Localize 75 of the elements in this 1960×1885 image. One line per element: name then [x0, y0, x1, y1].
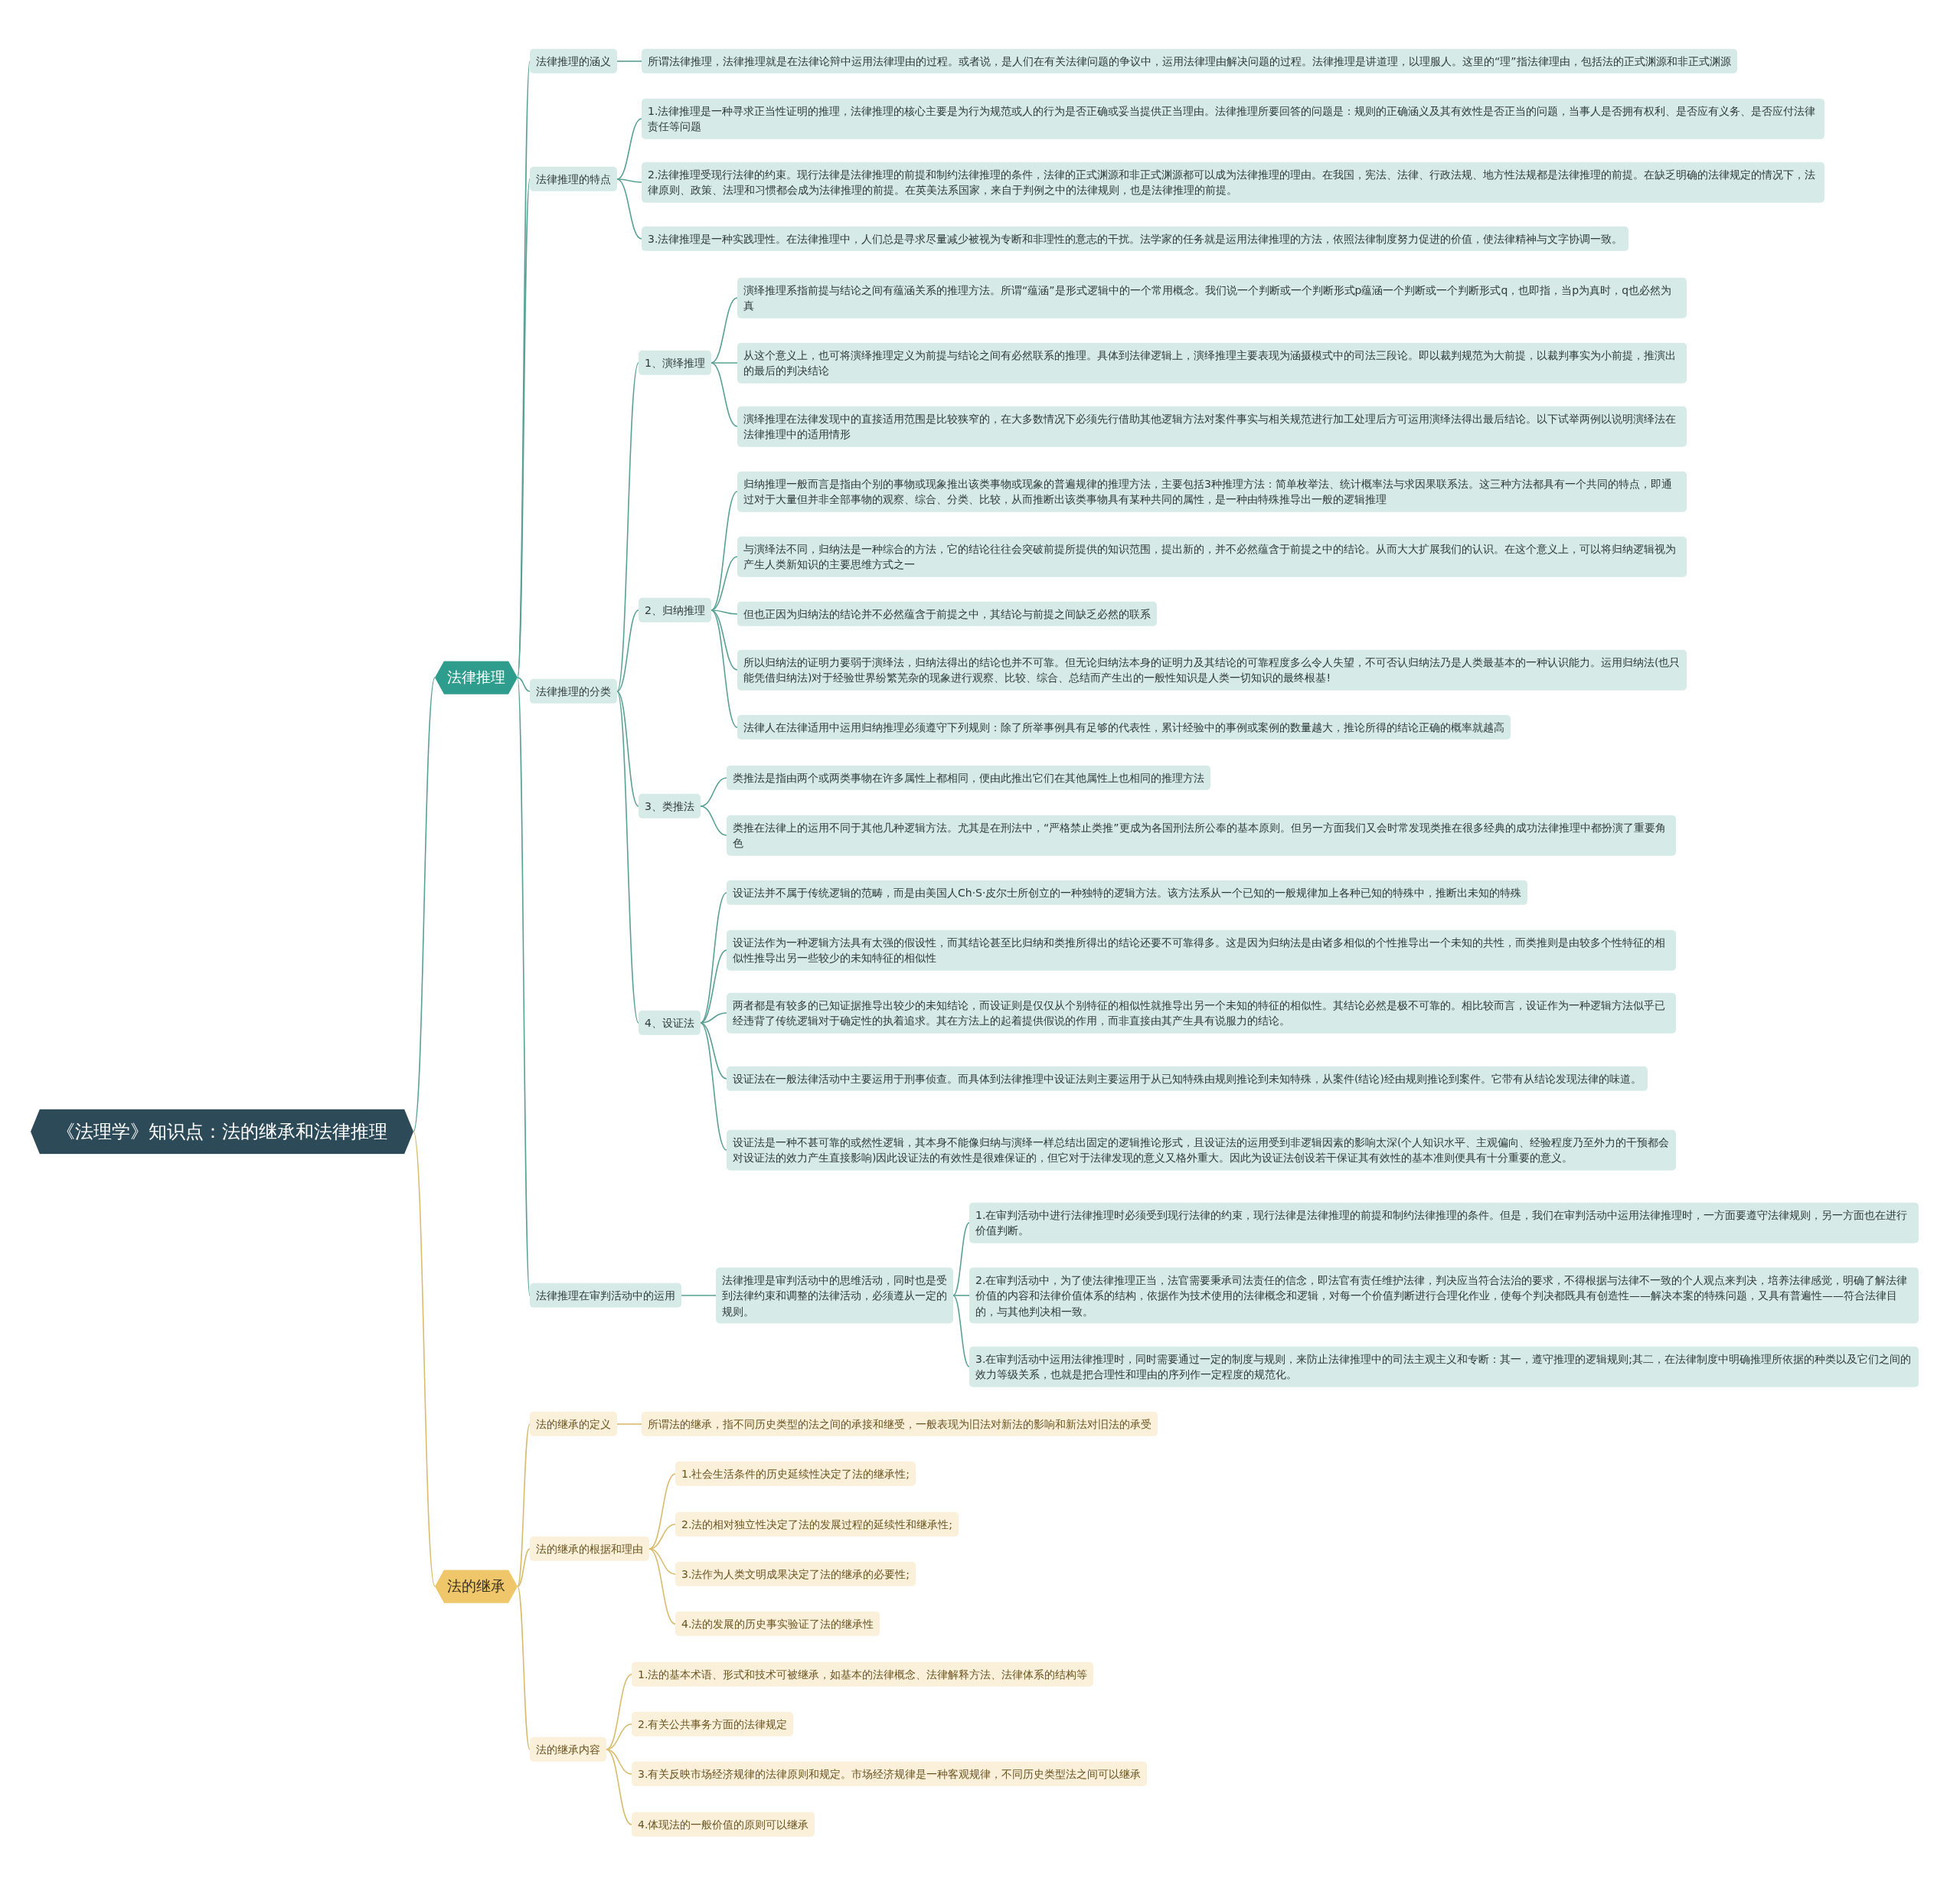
topic-note: 2.在审判活动中，为了使法律推理正当，法官需要秉承司法责任的信念，即法官有责任维护法律，判决应当符合法治的要求，不得根据与法律不一致的个人观点来判决，培养法律感觉，明确了解法律价值的内容和法律价值体系的结构，依据作为技术使用的法律概念和逻辑，对每一个价值判断进行合理化作业，使每个判决都既具有创造性——解决本案的特殊问题，又具有普遍性——符合法律目的，与其他判决相一致。 — [969, 1267, 1919, 1324]
topic-note: 演绎推理在法律发现中的直接适用范围是比较狭窄的，在大多数情况下必须先行借助其他逻辑方法对案件事实与相关规范进行加工处理后方可运用演绎法得出最后结论。以下试举两例以说明演绎法在法律推理中的适用情形 — [737, 406, 1687, 447]
branch-topic: 法律推理 — [435, 661, 518, 694]
connector-line — [700, 949, 727, 1024]
topic-note: 1.法的基本术语、形式和技术可被继承，如基本的法律概念、法律解释方法、法律体系的结构等 — [632, 1661, 1094, 1687]
topic-note: 归纳推理一般而言是指由个别的事物或现象推出该类事物或现象的普遍规律的推理方法，主要包括3种推理方法：简单枚举法、统计概率法与求因果联系法。这三种方法都具有一个共同的特点，即通过对于大量但并非全部事物的观察、综合、分类、比较，从而推断出该类事物具有某种共同的属性，是一种由特殊推导出一般的逻辑推理 — [737, 471, 1687, 512]
topic-note: 法律推理在审判活动中的运用 — [530, 1282, 681, 1308]
central-topic: 《法理学》知识点：法的继承和法律推理 — [31, 1109, 413, 1155]
topic-note: 4、设证法 — [639, 1010, 701, 1036]
connector-line — [710, 491, 738, 611]
branch-topic: 法的继承 — [435, 1570, 518, 1603]
connector-line — [616, 1423, 642, 1425]
topic-note: 3.法律推理是一种实践理性。在法律推理中，人们总是寻求尽量减少被视为专断和非理性的意志的干扰。法学家的任务就是运用法律推理的方法，依照法律制度努力促进的价值，使法律精神与文字协调一致。 — [642, 226, 1629, 252]
connector-line — [700, 892, 727, 1024]
topic-note: 2.法的相对独立性决定了法的发展过程的延续性和继承性; — [675, 1511, 959, 1537]
topic-note: 类推法是指由两个或两类事物在许多属性上都相同，便由此推出它们在其他属性上也相同的推理方法 — [727, 765, 1210, 791]
connector-line — [700, 777, 727, 807]
connector-line — [616, 362, 639, 692]
topic-note: 2.法律推理受现行法律的约束。现行法律是法律推理的前提和制约法律推理的条件，法律的正式渊源和非正式渊源都可以成为法律推理的理由。在我国，宪法、法律、行政法规、地方性法规都是法律推理的前提。在缺乏明确的法律规定的情况下，法律原则、政策、法理和习惯都会成为法律推理的前提。在英美法系国家，来自于判例之中的法律规则，也是法律推理的前提。 — [642, 162, 1824, 203]
topic-note: 4.法的发展的历史事实验证了法的继承性 — [675, 1611, 880, 1637]
topic-note: 2.有关公共事务方面的法律规定 — [632, 1711, 794, 1737]
connector-line — [952, 1222, 970, 1296]
topic-note: 法律人在法律适用中运用归纳推理必须遵守下列规则：除了所举事例具有足够的代表性，累计经验中的事例或案例的数量越大，推论所得的结论正确的概率就越高 — [737, 714, 1511, 740]
connector-line — [648, 1548, 676, 1625]
topic-note: 1、演绎推理 — [639, 350, 711, 376]
connector-line — [616, 118, 642, 180]
connector-line — [710, 362, 738, 427]
topic-note: 法律推理的特点 — [530, 166, 617, 192]
topic-note: 从这个意义上，也可将演绎推理定义为前提与结论之间有必然联系的推理。具体到法律逻辑上，演绎推理主要表现为涵摄模式中的司法三段论。即以裁判规范为大前提，以裁判事实为小前提，推演出的最后的判决结论 — [737, 342, 1687, 384]
connector-line — [710, 609, 738, 728]
topic-note: 所以归纳法的证明力要弱于演绎法，归纳法得出的结论也并不可靠。但无论归纳法本身的证明力及其结论的可靠程度多么令人失望，不可否认归纳法乃是人类最基本的一种认识能力。运用归纳法(也只能凭借归纳法)对于经验世界纷繁芜杂的现象进行观察、比较、综合、总结而产生出的一般性知识是人类一切知识的最终根基! — [737, 649, 1687, 691]
topic-note: 类推在法律上的运用不同于其他几种逻辑方法。尤其是在刑法中，“严格禁止类推”更成为各国刑法所公奉的基本原则。但另一方面我们又会时常发现类推在很多经典的成功法律推理中都扮演了重要角色 — [727, 815, 1676, 856]
topic-note: 1.法律推理是一种寻求正当性证明的推理，法律推理的核心主要是为行为规范或人的行为是否正确或妥当提供正当理由。法律推理所要回答的问题是：规则的正确涵义及其有效性是否正当的问题，当事人是否拥有权利、是否应有义务、是否应付法律责任等问题 — [642, 98, 1824, 139]
topic-note: 所谓法的继承，指不同历史类型的法之间的承接和继受，一般表现为旧法对新法的影响和新法对旧法的承受 — [642, 1411, 1158, 1437]
topic-note: 3.在审判活动中运用法律推理时，同时需要通过一定的制度与规则，来防止法律推理中的司法主观主义和专断：其一，遵守推理的逻辑规则;其二，在法律制度中明确推理所依据的种类以及它们之间的效力等级关系，也就是把合理性和理由的序列作一定程度的规范化。 — [969, 1346, 1919, 1387]
connector-line — [616, 609, 639, 692]
topic-note: 两者都是有较多的已知证据推导出较少的未知结论，而设证则是仅仅从个别特征的相似性就推导出另一个未知的特征的相似性。其结论必然是极不可靠的。相比较而言，设证作为一种逻辑方法似乎已经违背了传统逻辑对于确定性的执着追求。其在方法上的起着提供假说的作用，而非直接由其产生具有说服力的结论。 — [727, 992, 1676, 1034]
topic-note: 3、类推法 — [639, 793, 701, 819]
connector-line — [700, 1022, 727, 1151]
topic-note: 法的继承的定义 — [530, 1411, 617, 1437]
topic-note: 1.在审判活动中进行法律推理时必须受到现行法律的约束，现行法律是法律推理的前提和制约法律推理的条件。但是，我们在审判活动中运用法律推理时，一方面要遵守法律规则，另一方面也在进行价值判断。 — [969, 1202, 1919, 1243]
connector-line — [517, 1548, 531, 1587]
connector-line — [616, 691, 639, 1024]
connector-line — [616, 60, 642, 62]
topic-note: 法律推理的涵义 — [530, 48, 617, 74]
connector-line — [606, 1749, 632, 1775]
connector-line — [700, 805, 727, 836]
topic-note: 法的继承的根据和理由 — [530, 1536, 649, 1562]
topic-note: 设证法并不属于传统逻辑的范畴，而是由美国人Ch·S·皮尔士所创立的一种独特的逻辑方法。该方法系从一个已知的一般规律加上各种已知的特殊中，推断出未知的特殊 — [727, 880, 1528, 906]
connector-line — [616, 178, 642, 240]
connector-line — [606, 1749, 632, 1825]
topic-note: 与演绎法不同，归纳法是一种综合的方法，它的结论往往会突破前提所提供的知识范围，提出新的，并不必然蕴含于前提之中的结论。从而大大扩展我们的认识。在这个意义上，可以将归纳逻辑视为产生人类新知识的主要思维方式之一 — [737, 536, 1687, 577]
connector-line — [517, 677, 531, 692]
topic-note: 3.法作为人类文明成果决定了法的继承的必要性; — [675, 1561, 916, 1587]
topic-note: 演绎推理系指前提与结论之间有蕴涵关系的推理方法。所谓“蕴涵”是形式逻辑中的一个常用概念。我们说一个判断或一个判断形式p蕴涵一个判断或一个判断形式q，也即指，当p为真时，q也必然为真 — [737, 277, 1687, 319]
topic-note: 设证法作为一种逻辑方法具有太强的假设性，而其结论甚至比归纳和类推所得出的结论还要不可靠得多。这是因为归纳法是由诸多相似的个性推导出一个未知的共性，而类推则是由较多个性特征的相似性推导出另一些较少的未知特征的相似性 — [727, 929, 1676, 971]
topic-note: 4.体现法的一般价值的原则可以继承 — [632, 1811, 815, 1838]
topic-note: 但也正因为归纳法的结论并不必然蕴含于前提之中，其结论与前提之间缺乏必然的联系 — [737, 601, 1157, 627]
connector-line — [681, 1295, 717, 1296]
topic-note: 1.社会生活条件的历史延续性决定了法的继承性; — [675, 1461, 916, 1487]
connector-line — [710, 297, 738, 364]
topic-note: 法律推理的分类 — [530, 678, 617, 704]
topic-note: 设证法在一般法律活动中主要运用于刑事侦查。而具体到法律推理中设证法则主要运用于从已知特殊由规则推论到未知特殊，从案件(结论)经由规则推论到案件。它带有从结论发现法律的味道。 — [727, 1066, 1648, 1092]
topic-note: 设证法是一种不甚可靠的或然性逻辑，其本身不能像归纳与演绎一样总结出固定的逻辑推论形式，且设证法的运用受到非逻辑因素的影响太深(个人知识水平、主观偏向、经验程度乃至外力的干预都会对设证法的效力产生直接影响)因此设证法的有效性是很难保证的，但它对于法律发现的意义又格外重大。因此为设证法创设若干保证其有效性的基本准则便具有十分重要的意义。 — [727, 1129, 1676, 1171]
connector-line — [606, 1674, 632, 1750]
connector-line — [952, 1295, 970, 1296]
connector-line — [616, 691, 639, 807]
connector-line — [952, 1295, 970, 1367]
topic-note: 2、归纳推理 — [639, 597, 711, 623]
topic-note: 3.有关反映市场经济规律的法律原则和规定。市场经济规律是一种客观规律，不同历史类型法之间可以继承 — [632, 1761, 1148, 1787]
topic-note: 所谓法律推理，法律推理就是在法律论辩中运用法律理由的过程。或者说，是人们在有关法律问题的争议中，运用法律理由解决问题的过程。法律推理是讲道理，以理服人。这里的“理”指法律理由，包括法的正式渊源和非正式渊源 — [642, 48, 1737, 74]
topic-note: 法律推理是审判活动中的思维活动，同时也是受到法律约束和调整的法律活动，必须遵从一定的规则。 — [716, 1267, 953, 1324]
connector-line — [710, 556, 738, 611]
connector-line — [648, 1473, 676, 1550]
topic-note: 法的继承内容 — [530, 1736, 606, 1762]
